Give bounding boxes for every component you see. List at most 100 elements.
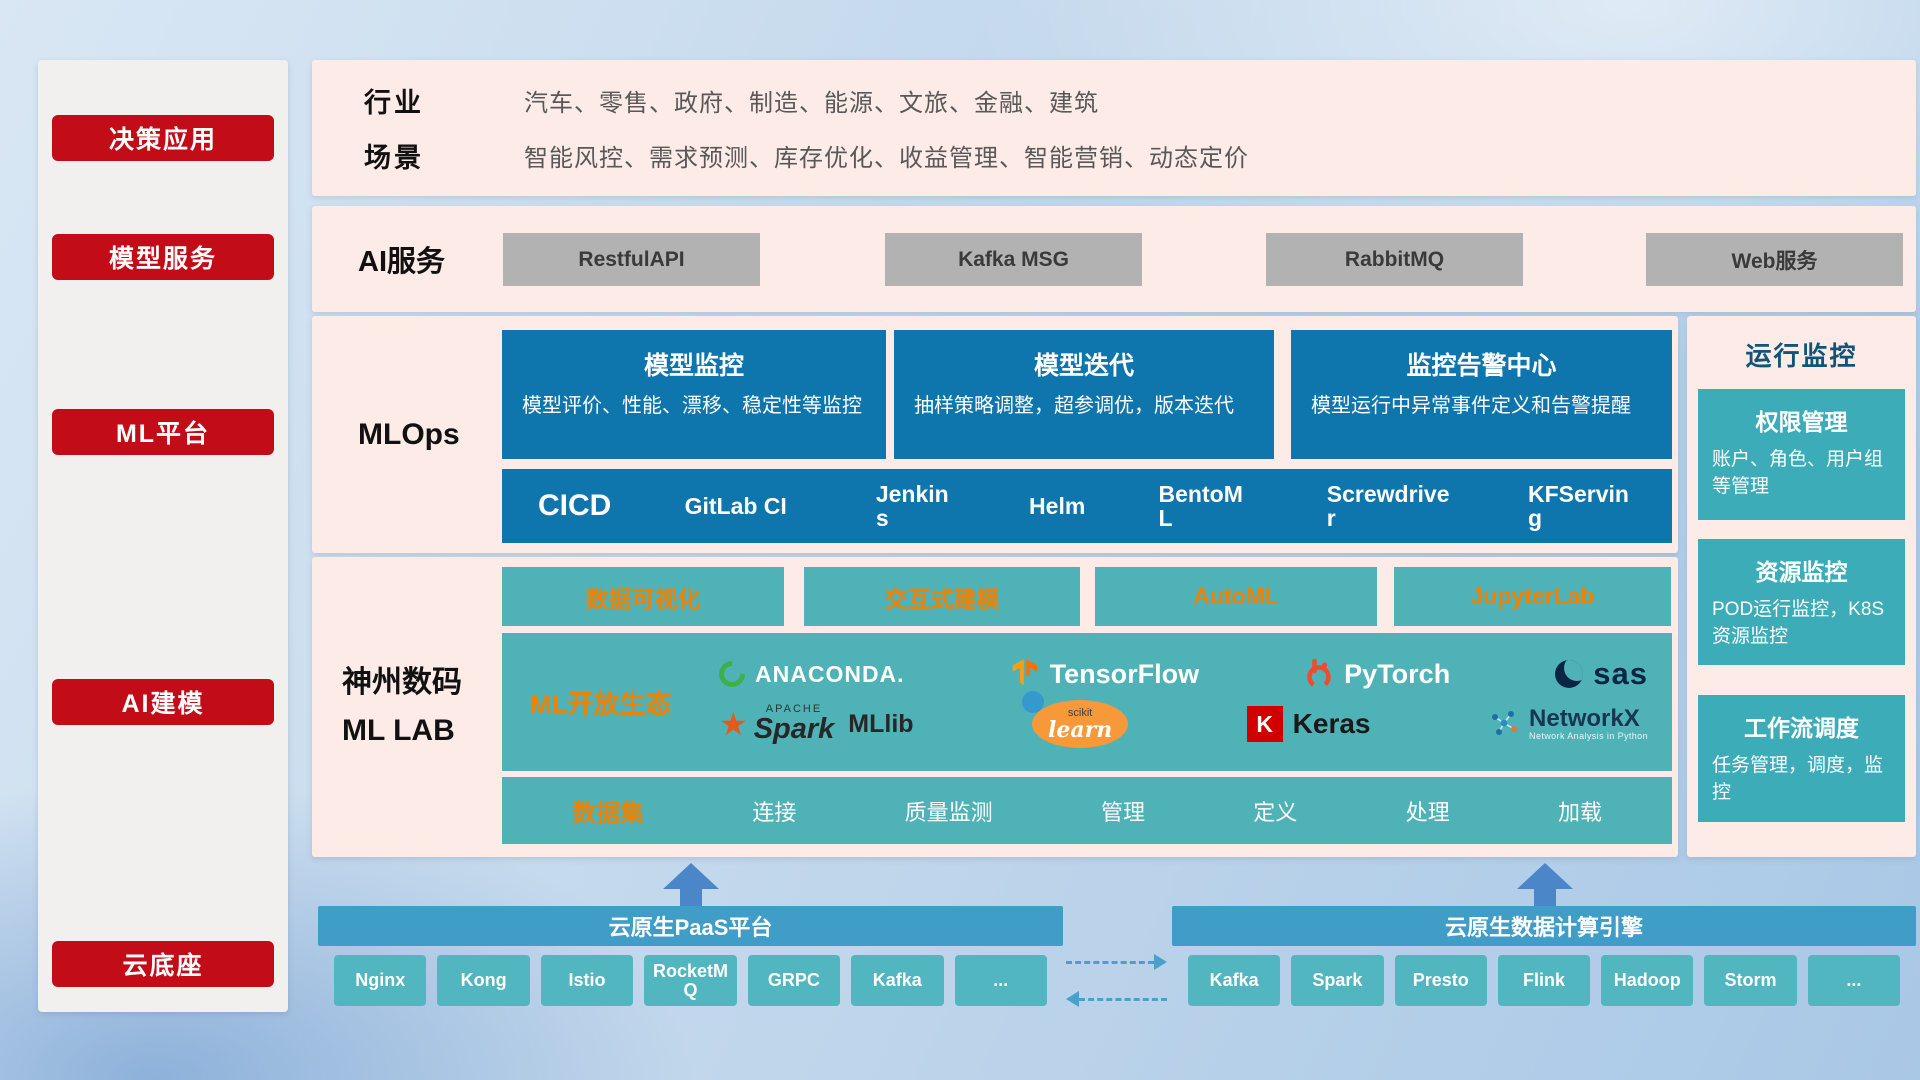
ai-service-panel: AI服务 RestfulAPI Kafka MSG RabbitMQ Web服务 (312, 206, 1916, 312)
dataset-item-process: 处理 (1405, 799, 1450, 825)
cicd-item-gitlab-ci: GitLab CI (684, 492, 787, 519)
dashed-arrow-left (1066, 991, 1167, 1007)
cicd-label: CICD (538, 489, 612, 522)
spark-star-icon: ★ (719, 706, 748, 742)
scene-label: 场景 (364, 143, 424, 173)
logo-row-1: ANACONDA. TensorFlow (705, 655, 1662, 693)
chip-nginx: Nginx (334, 955, 427, 1006)
card-desc: 模型评价、性能、漂移、稳定性等监控 (522, 395, 862, 417)
card-title: 模型迭代 (1033, 352, 1134, 380)
chip-grpc: GRPC (747, 955, 841, 1006)
card-desc: 账户、角色、用户组等管理 (1712, 449, 1884, 497)
ml-ecosystem-logos: ANACONDA. TensorFlow (705, 655, 1662, 748)
keras-logo: K Keras (1246, 706, 1371, 742)
cicd-item-jenkins: Jenkins (875, 480, 949, 531)
card-desc: 任务管理，调度，监控 (1712, 755, 1884, 803)
ai-service-kafka-msg: Kafka MSG (885, 233, 1142, 286)
tensorflow-wordmark: TensorFlow (1049, 658, 1200, 689)
chip-flink: Flink (1497, 955, 1591, 1006)
up-arrow-left (663, 863, 719, 907)
scikit-text: scikit (1067, 707, 1093, 719)
chip-storm: Storm (1704, 955, 1797, 1006)
scikit-learn-dot-icon (1022, 691, 1045, 713)
mllab-label-line1: 神州数码 (342, 666, 462, 699)
card-model-monitoring: 模型监控 模型评价、性能、漂移、稳定性等监控 (502, 330, 886, 459)
anaconda-wordmark: ANACONDA. (755, 660, 905, 687)
learn-text: learn (1048, 717, 1113, 743)
mlops-panel: MLOps 模型监控 模型评价、性能、漂移、稳定性等监控 模型迭代 抽样策略调整… (312, 316, 1678, 553)
rail-item-decision-app: 决策应用 (52, 115, 274, 161)
logo-row-2: ★ APACHE Spark MLlib scikit learn (705, 691, 1662, 748)
networkx-wordmark: NetworkX Network Analysis in Python (1529, 704, 1648, 742)
card-desc: 模型运行中异常事件定义和告警提醒 (1311, 395, 1631, 417)
networkx-icon (1492, 711, 1518, 735)
keras-icon: K (1246, 706, 1283, 742)
mlops-label: MLOps (358, 417, 460, 451)
dataset-item-connect: 连接 (752, 799, 797, 825)
spark-text: Spark (753, 713, 835, 745)
industry-label: 行业 (364, 88, 424, 118)
run-monitoring-panel: 运行监控 权限管理 账户、角色、用户组等管理 资源监控 POD运行监控，K8S资… (1687, 316, 1916, 857)
keras-wordmark: Keras (1292, 708, 1371, 739)
dataset-bar: 数据集 连接 质量监测 管理 定义 处理 加载 (502, 777, 1672, 844)
chip-rocketmq: RocketMQ (644, 955, 737, 1006)
mllab-panel: 神州数码 ML LAB 数据可视化 交互式建模 AutoML JupyterLa… (312, 557, 1678, 857)
dataset-item-load: 加载 (1557, 799, 1602, 825)
industry-list: 汽车、零售、政府、制造、能源、文旅、金融、建筑 (524, 90, 1099, 117)
chip-more: ... (954, 955, 1047, 1006)
cicd-item-helm: Helm (1029, 492, 1086, 519)
dashed-arrow-right (1066, 954, 1167, 970)
mllib-wordmark: MLlib (848, 709, 914, 738)
chip-istio: Istio (540, 955, 634, 1006)
left-rail: 决策应用 模型服务 ML平台 AI建模 云底座 (38, 60, 288, 1012)
scikit-learn-icon: scikit learn (1022, 691, 1129, 748)
chip-kong: Kong (437, 955, 530, 1006)
ml-ecosystem-box: ML开放生态 ANACONDA. TensorFlow (502, 633, 1672, 771)
rail-item-model-service: 模型服务 (52, 234, 274, 280)
chip-presto: Presto (1394, 955, 1487, 1006)
industry-row: 行业 汽车、零售、政府、制造、能源、文旅、金融、建筑 (364, 81, 1916, 120)
cicd-item-screwdriver: Screwdriver (1326, 480, 1450, 531)
spark-wordmark: APACHE Spark (754, 704, 835, 744)
card-model-iteration: 模型迭代 抽样策略调整，超参调优，版本迭代 (894, 330, 1274, 459)
card-desc: 抽样策略调整，超参调优，版本迭代 (914, 395, 1234, 417)
pytorch-logo: PyTorch (1304, 658, 1450, 690)
scikit-learn-logo: scikit learn (1022, 691, 1129, 748)
cicd-item-kfserving: KFServing (1528, 480, 1629, 531)
card-permission-management: 权限管理 账户、角色、用户组等管理 (1698, 389, 1905, 520)
networkx-text: NetworkX (1529, 704, 1640, 732)
paas-platform-bar: 云原生PaaS平台 (318, 906, 1063, 946)
paas-chip-row: Nginx Kong Istio RocketMQ GRPC Kafka ... (334, 955, 1047, 1006)
card-workflow-scheduling: 工作流调度 任务管理，调度，监控 (1698, 695, 1905, 822)
card-alert-center: 监控告警中心 模型运行中异常事件定义和告警提醒 (1291, 330, 1672, 459)
chip-kafka: Kafka (1188, 955, 1281, 1006)
sas-logo: sas (1555, 656, 1648, 692)
tool-automl: AutoML (1095, 567, 1377, 626)
cicd-item-bentoml: BentoML (1158, 480, 1243, 531)
ai-service-rabbitmq: RabbitMQ (1266, 233, 1523, 286)
ai-service-label: AI服务 (358, 246, 446, 278)
ai-service-web: Web服务 (1646, 233, 1903, 286)
chip-kafka: Kafka (851, 955, 944, 1006)
ai-service-restfulapi: RestfulAPI (503, 233, 760, 286)
tool-data-visualization: 数据可视化 (502, 567, 784, 626)
networkx-subtitle: Network Analysis in Python (1529, 731, 1648, 742)
card-title: 模型监控 (643, 352, 744, 380)
cicd-bar: CICD GitLab CI Jenkins Helm BentoML Scre… (502, 469, 1672, 543)
dataset-label: 数据集 (572, 800, 644, 827)
card-title: 权限管理 (1755, 409, 1848, 435)
anaconda-logo: ANACONDA. (713, 655, 905, 693)
chip-hadoop: Hadoop (1601, 955, 1694, 1006)
rail-item-cloud-base: 云底座 (52, 941, 274, 987)
card-resource-monitoring: 资源监控 POD运行监控，K8S资源监控 (1698, 539, 1905, 665)
dataset-item-manage: 管理 (1100, 799, 1145, 825)
mllab-label-line2: ML LAB (342, 714, 455, 747)
dataset-item-quality: 质量监测 (904, 799, 993, 825)
card-desc: POD运行监控，K8S资源监控 (1712, 599, 1885, 647)
card-title: 资源监控 (1755, 559, 1848, 585)
card-title: 工作流调度 (1744, 715, 1859, 741)
sas-wordmark: sas (1593, 656, 1648, 691)
pytorch-icon (1307, 658, 1331, 689)
up-arrow-right (1517, 863, 1573, 907)
card-title: 监控告警中心 (1406, 352, 1557, 380)
